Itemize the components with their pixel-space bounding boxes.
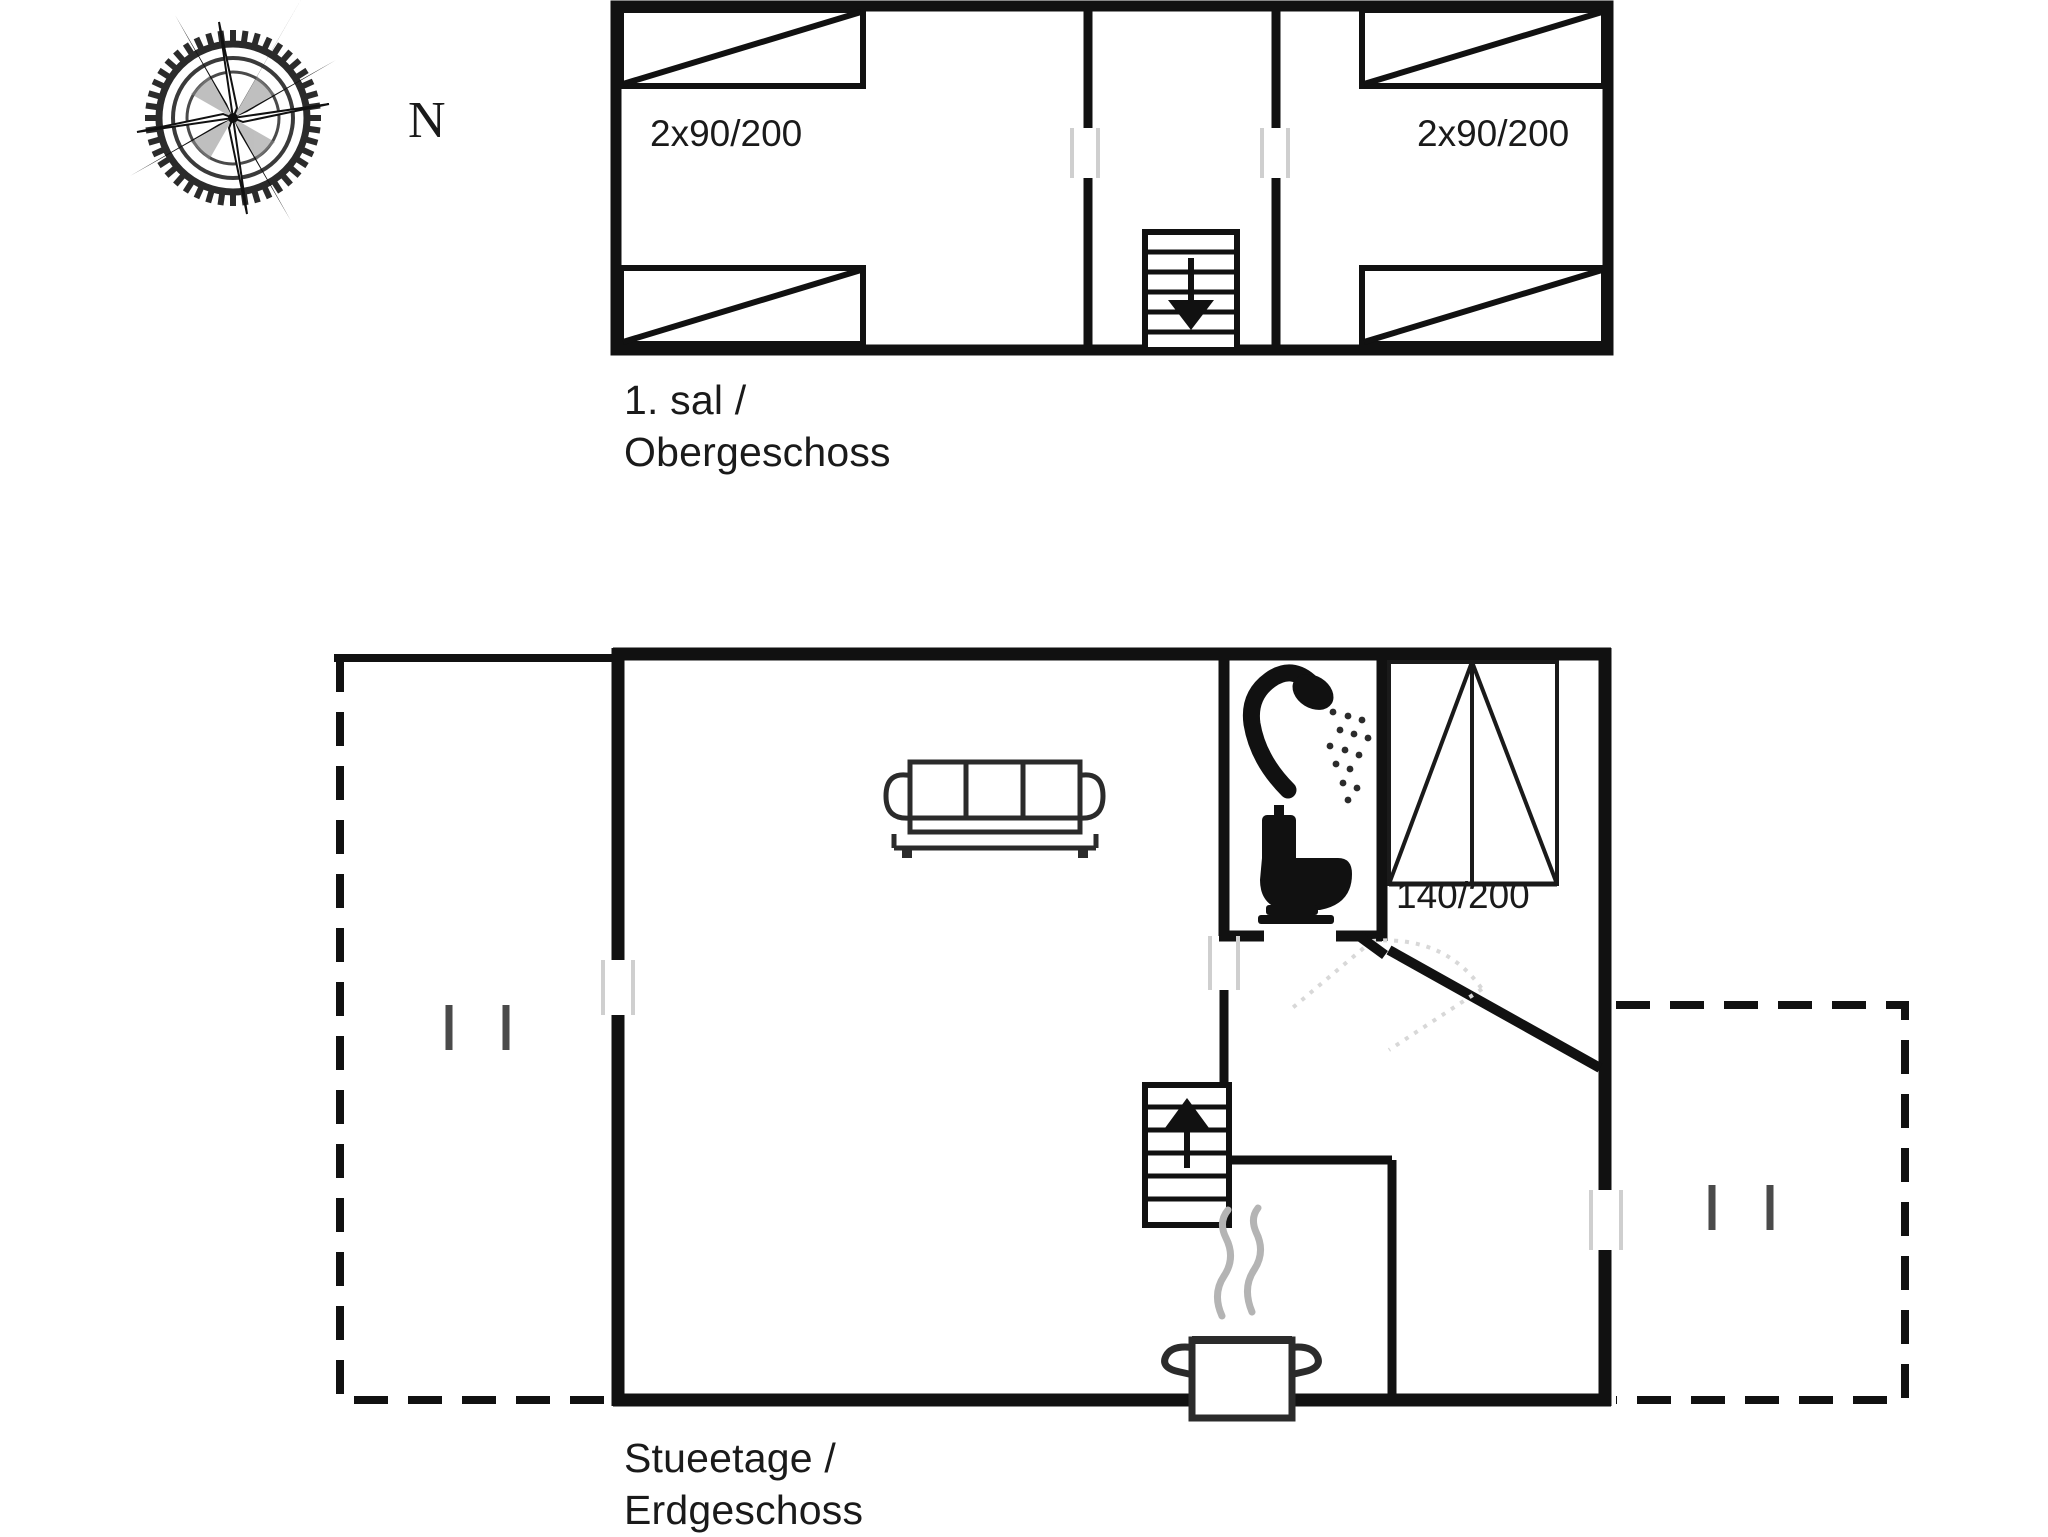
- entrance-door: [1288, 931, 1603, 1073]
- ground-outer-walls: [601, 647, 1623, 1407]
- upper-floor-plan: [610, 0, 1614, 356]
- compass-rose-icon: [130, 0, 336, 221]
- upper-floor-caption: 1. sal / Obergeschoss: [624, 377, 891, 476]
- compass-north-label: N: [408, 92, 446, 149]
- shower-icon: [1242, 664, 1372, 804]
- ground-floor-plan: [334, 647, 1909, 1422]
- terrace-left-step-marks: [445, 1005, 510, 1050]
- bed-upper-left-top: [618, 7, 866, 89]
- sofa-icon: [883, 759, 1106, 858]
- bed-upper-right-top: [1359, 7, 1607, 89]
- hallway-walls: [1208, 654, 1397, 1400]
- terrace-left: [334, 654, 619, 1404]
- terrace-right-step-marks: [1708, 1185, 1774, 1230]
- bed-upper-left-bottom: [618, 265, 866, 347]
- staircase-down-icon: [1142, 229, 1240, 353]
- toilet-icon: [1258, 805, 1352, 924]
- staircase-up-icon: [1142, 1082, 1232, 1228]
- ground-floor-caption: Stueetage / Erdgeschoss: [624, 1435, 864, 1534]
- bed-ground-double: [1387, 660, 1559, 887]
- bed-label-upper-right: 2x90/200: [1417, 113, 1570, 154]
- bed-label-upper-left: 2x90/200: [650, 113, 803, 154]
- terrace-right: [1616, 1001, 1909, 1404]
- cooking-pot-icon: [1161, 1204, 1322, 1422]
- bed-upper-right-bottom: [1359, 265, 1607, 347]
- bed-label-ground: 140/200: [1396, 875, 1530, 916]
